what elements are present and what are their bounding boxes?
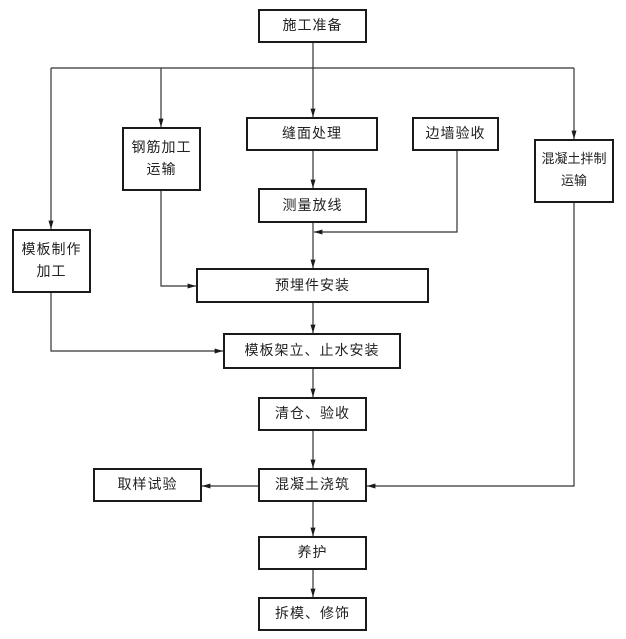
- node-label: 钢筋加工 运输: [131, 140, 192, 178]
- node-cleaning-acceptance: 清仓、验收: [258, 397, 367, 431]
- node-label: 模板制作 加工: [21, 242, 82, 280]
- node-sample-testing: 取样试验: [93, 468, 202, 502]
- node-formwork-fabrication: 模板制作 加工: [12, 229, 91, 293]
- node-label: 拆模、修饰: [275, 606, 350, 622]
- node-embedded-parts: 预埋件安装: [196, 268, 429, 303]
- node-curing: 养护: [258, 536, 367, 570]
- node-survey-layout: 测量放线: [258, 188, 367, 223]
- node-label: 清仓、验收: [275, 406, 350, 422]
- node-label: 混凝土拌制 运输: [541, 152, 607, 189]
- node-label: 预埋件安装: [275, 277, 350, 294]
- node-label: 养护: [297, 545, 328, 561]
- edge-sidewall-embed: [314, 151, 458, 235]
- node-rebar-processing: 钢筋加工 运输: [122, 127, 201, 191]
- node-sidewall-acceptance: 边墙验收: [412, 117, 499, 151]
- edge-formwork-make-erect: [50, 293, 223, 354]
- node-joint-treatment: 缝面处理: [246, 117, 378, 151]
- node-concrete-mixing: 混凝土拌制 运输: [534, 139, 614, 203]
- node-label: 测量放线: [282, 197, 343, 214]
- node-concrete-pouring: 混凝土浇筑: [258, 468, 367, 502]
- node-label: 施工准备: [282, 18, 343, 34]
- edge-concrete-mix-pour: [367, 203, 575, 489]
- node-label: 模板架立、止水安装: [244, 343, 380, 359]
- node-label: 缝面处理: [282, 126, 342, 142]
- node-label: 取样试验: [117, 477, 178, 493]
- edge-rebar-embed: [160, 191, 196, 289]
- node-construction-prep: 施工准备: [258, 9, 367, 43]
- node-stripping-finishing: 拆模、修饰: [258, 597, 367, 631]
- node-formwork-erection: 模板架立、止水安装: [223, 333, 401, 369]
- node-label: 混凝土浇筑: [275, 477, 350, 493]
- node-label: 边墙验收: [425, 126, 486, 142]
